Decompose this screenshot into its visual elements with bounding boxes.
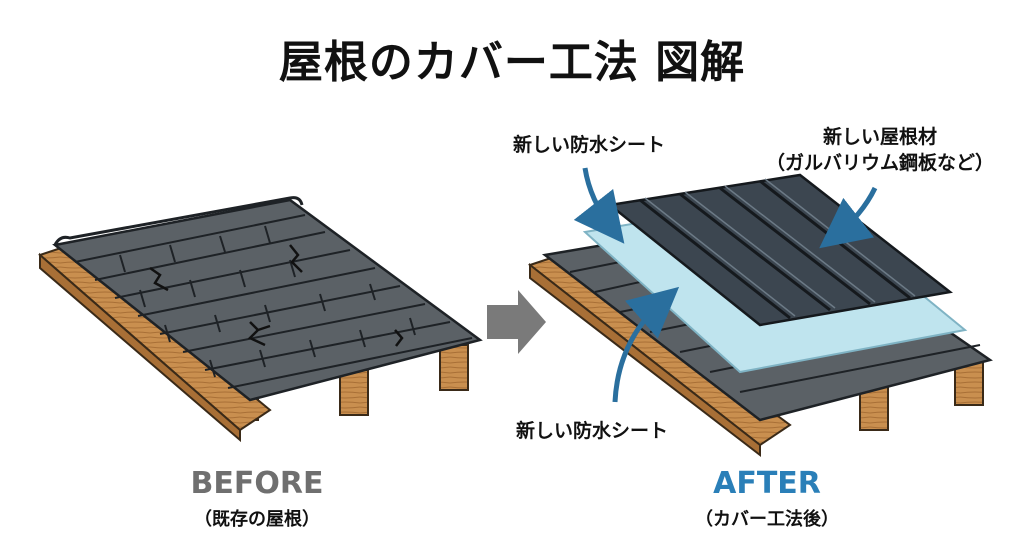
after-metal-panels xyxy=(607,173,953,327)
before-shingles xyxy=(74,214,473,389)
before-roof xyxy=(38,196,483,443)
transition-arrow xyxy=(487,290,546,354)
callout-arrow-top-left xyxy=(573,167,625,244)
callout-label-top-right-1: 新しい屋根材 xyxy=(822,126,937,148)
page-title: 屋根のカバー工法 図解 xyxy=(278,37,746,88)
after-roof xyxy=(527,173,993,458)
after-sublabel: （カバー工法後） xyxy=(695,509,839,530)
before-roof-surface xyxy=(52,198,483,402)
callout-arrow-bottom xyxy=(612,286,680,403)
callout-label-top-left: 新しい防水シート xyxy=(513,134,666,156)
before-sublabel: （既存の屋根） xyxy=(194,509,320,530)
callout-label-top-right-2: （ガルバリウム鋼板など） xyxy=(765,152,994,174)
before-label: BEFORE xyxy=(190,466,324,501)
after-label: AFTER xyxy=(713,466,821,501)
before-cracks xyxy=(149,244,404,347)
callout-arrow-top-right xyxy=(819,186,878,249)
callout-label-bottom: 新しい防水シート xyxy=(516,420,669,442)
